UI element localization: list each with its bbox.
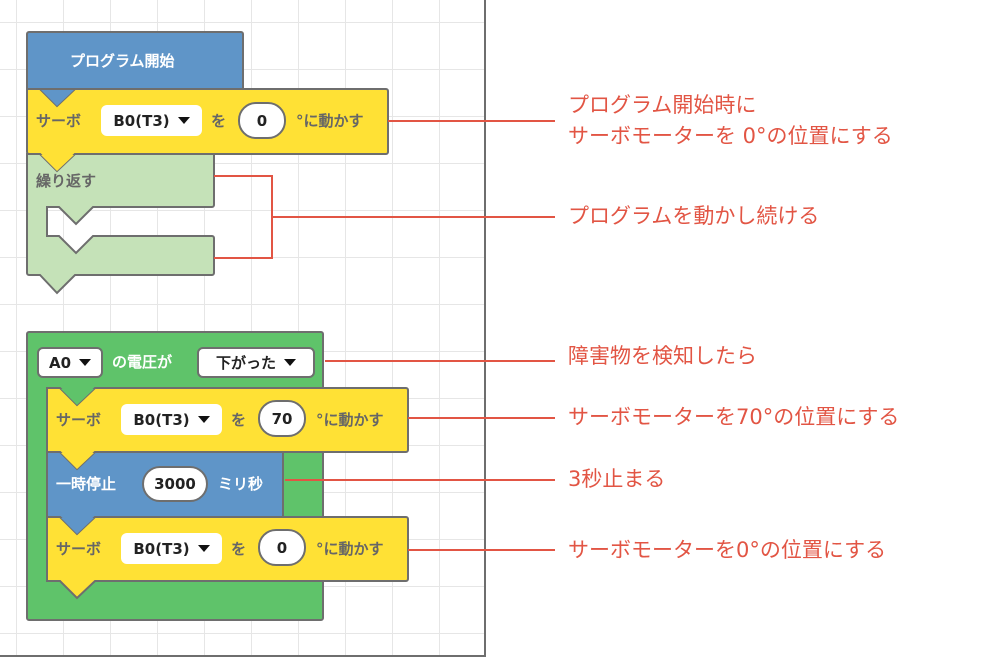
- dropdown-arrow-icon: [177, 117, 190, 124]
- servo-init-port-value: B0(T3): [113, 111, 170, 130]
- annotation-bracket-vertical: [271, 175, 273, 259]
- servo-move-particle: を: [231, 411, 247, 429]
- servo-return-angle-input[interactable]: 0: [258, 529, 306, 566]
- annotation-bracket-top: [214, 175, 273, 177]
- event-pin-value: A0: [48, 353, 72, 372]
- annotation-note-start-line2: サーボモーターを 0°の位置にする: [568, 124, 893, 148]
- event-middle-label: の電圧が: [112, 353, 173, 371]
- annotation-note-loop: プログラムを動かし続ける: [568, 204, 820, 228]
- annotation-note-servo-70: サーボモーターを70°の位置にする: [568, 405, 900, 429]
- annotation-note-servo-0: サーボモーターを0°の位置にする: [568, 538, 887, 562]
- annotation-connector: [388, 120, 555, 122]
- servo-init-port-dropdown[interactable]: B0(T3): [101, 105, 202, 136]
- wait-duration-input[interactable]: 3000: [142, 466, 208, 502]
- dropdown-arrow-icon: [79, 359, 92, 366]
- event-condition-value: 下がった: [215, 354, 276, 372]
- servo-move-suffix: °に動かす: [316, 411, 384, 429]
- annotation-note-start-line1: プログラム開始時に: [568, 93, 757, 117]
- annotation-connector: [325, 360, 555, 362]
- wait-label: 一時停止: [56, 475, 117, 493]
- annotation-note-event: 障害物を検知したら: [568, 344, 757, 368]
- annotation-connector: [408, 417, 555, 419]
- dropdown-arrow-icon: [284, 359, 296, 366]
- annotation-bracket-bottom: [214, 257, 273, 259]
- servo-move-port-value: B0(T3): [133, 410, 190, 429]
- event-pin-dropdown[interactable]: A0: [37, 347, 103, 378]
- dropdown-arrow-icon: [197, 545, 210, 552]
- servo-return-port-dropdown[interactable]: B0(T3): [121, 533, 222, 564]
- annotation-connector: [285, 479, 555, 481]
- servo-return-suffix: °に動かす: [316, 540, 384, 558]
- servo-init-particle: を: [211, 112, 227, 130]
- servo-move-label: サーボ: [56, 411, 102, 429]
- servo-return-port-value: B0(T3): [133, 539, 190, 558]
- servo-move-port-dropdown[interactable]: B0(T3): [121, 404, 222, 435]
- servo-init-suffix: °に動かす: [296, 112, 364, 130]
- annotation-note-wait: 3秒止まる: [568, 467, 666, 491]
- servo-init-label: サーボ: [36, 112, 82, 130]
- program-start-label: プログラム開始: [70, 52, 175, 70]
- wait-unit-label: ミリ秒: [218, 475, 264, 493]
- annotation-connector: [408, 549, 555, 551]
- servo-return-label: サーボ: [56, 540, 102, 558]
- annotation-connector: [273, 216, 555, 218]
- loop-block[interactable]: [26, 153, 215, 295]
- event-condition-dropdown[interactable]: 下がった: [197, 347, 315, 378]
- servo-init-angle-input[interactable]: 0: [238, 102, 286, 139]
- dropdown-arrow-icon: [197, 416, 210, 423]
- loop-label: 繰り返す: [36, 172, 97, 190]
- servo-return-particle: を: [231, 540, 247, 558]
- program-start-block[interactable]: [26, 31, 244, 90]
- servo-move-angle-input[interactable]: 70: [258, 400, 306, 437]
